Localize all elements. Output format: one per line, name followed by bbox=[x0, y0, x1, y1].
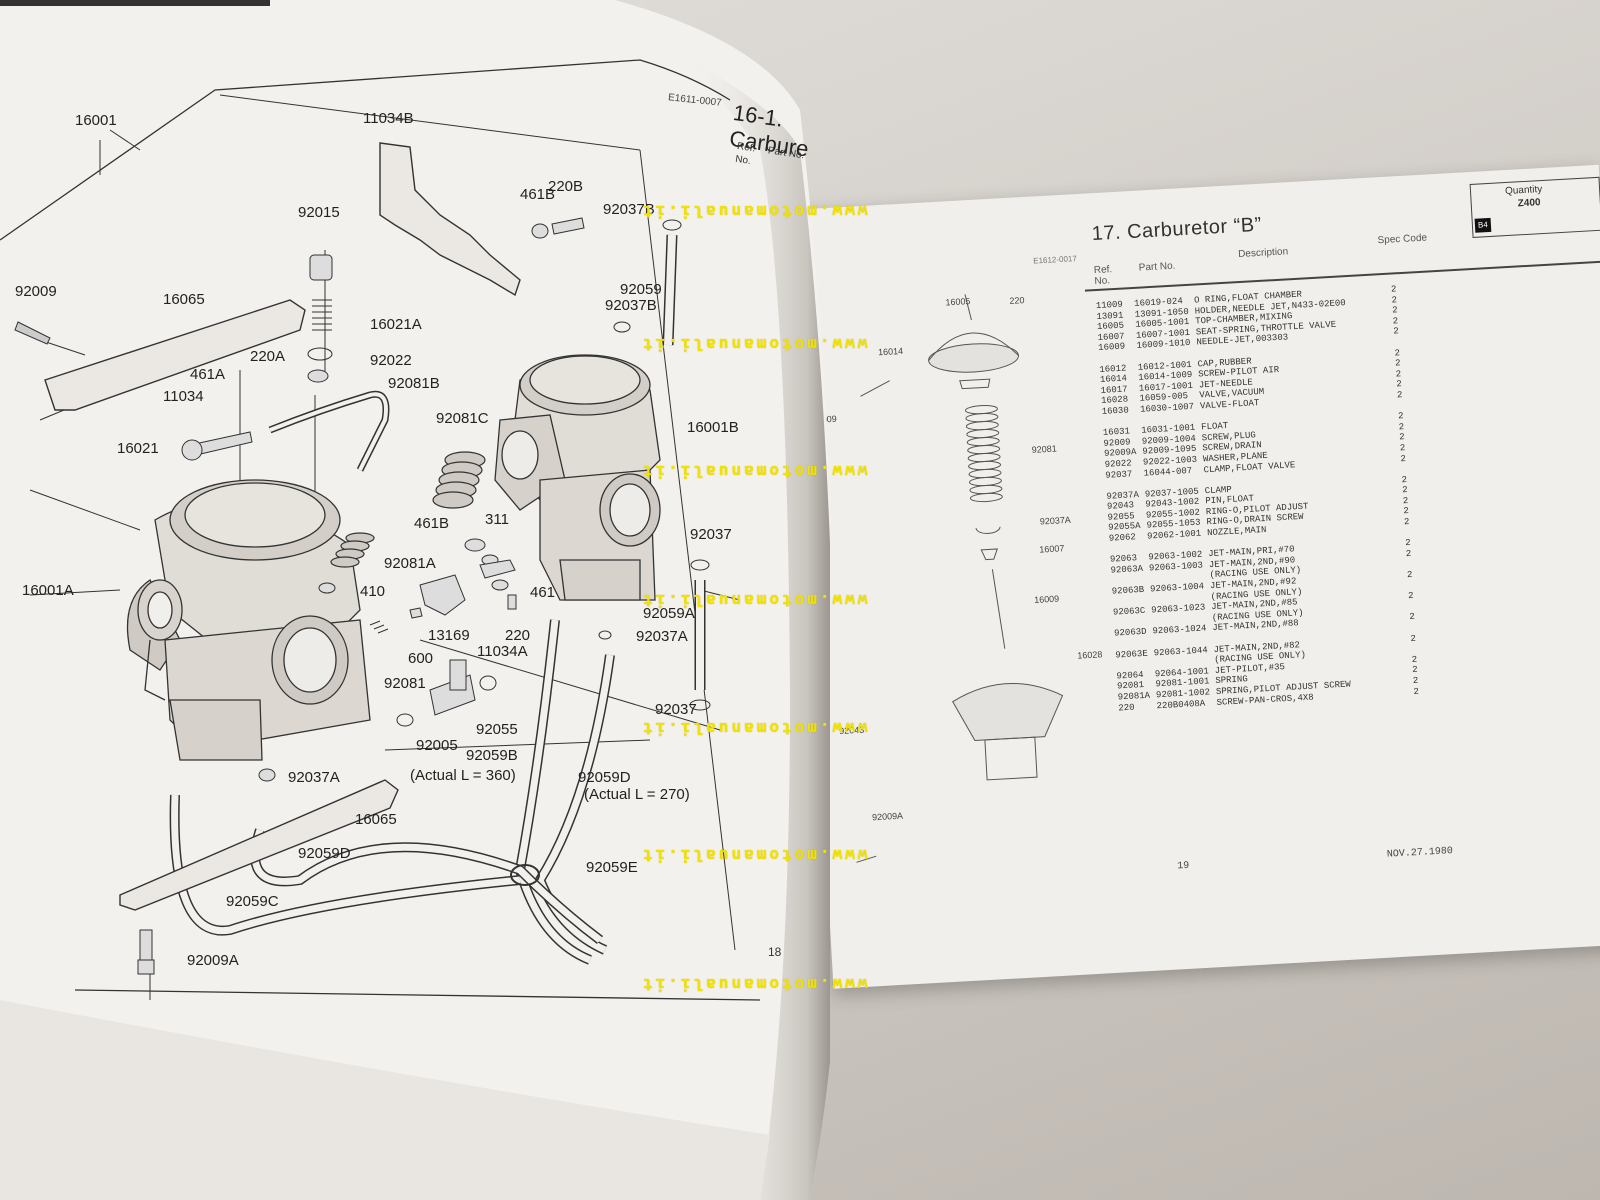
left-page: E1611-0007 16-1. Carbure Ref. Part No. N… bbox=[0, 0, 830, 1200]
label-92059B: 92059B bbox=[466, 747, 518, 764]
ref-cell: 220 bbox=[1118, 702, 1135, 714]
label-92037A-low: 92037A bbox=[288, 769, 340, 786]
right-page-number: 19 bbox=[1176, 860, 1190, 873]
label-16001A: 16001A bbox=[22, 582, 74, 599]
col-spec: Spec Code bbox=[1377, 232, 1428, 247]
watermark: www.motomanuali.it bbox=[640, 975, 868, 994]
label-92059B-note: (Actual L = 360) bbox=[410, 767, 516, 784]
right-diagram bbox=[856, 294, 1064, 863]
label-92037-low: 92037 bbox=[655, 701, 697, 718]
label-92037B-mid: 92037B bbox=[605, 297, 657, 314]
rlabel-16014: 16014 bbox=[877, 345, 904, 358]
rlabel-16007: 16007 bbox=[1039, 543, 1065, 555]
label-92059C: 92059C bbox=[226, 893, 279, 910]
label-461: 461 bbox=[530, 584, 556, 601]
watermark: www.motomanuali.it bbox=[640, 719, 868, 738]
label-92059D-low: 92059D bbox=[298, 845, 351, 862]
rlabel-16028: 16028 bbox=[1077, 649, 1103, 661]
label-220B: 220B bbox=[548, 178, 584, 195]
label-16065-low: 16065 bbox=[355, 811, 397, 828]
watermark: www.motomanuali.it bbox=[640, 202, 868, 221]
label-92059E: 92059E bbox=[586, 859, 638, 876]
rlabel-16005: 16005 bbox=[945, 296, 971, 308]
label-92081C: 92081C bbox=[436, 410, 489, 427]
model-label: Z400 bbox=[1517, 197, 1541, 210]
left-page-sheet bbox=[0, 0, 830, 1200]
label-11034: 11034 bbox=[163, 388, 204, 405]
label-461B-top: 461B bbox=[520, 186, 556, 203]
quantity-box: Quantity Z400 B4 bbox=[1469, 176, 1600, 238]
label-16021: 16021 bbox=[117, 440, 159, 457]
col-ref: Ref. No. bbox=[1093, 264, 1113, 288]
watermark: www.motomanuali.it bbox=[640, 591, 868, 610]
rlabel-220: 220 bbox=[1009, 295, 1025, 306]
label-11034A: 11034A bbox=[477, 643, 528, 660]
watermark: www.motomanuali.it bbox=[640, 846, 868, 865]
watermark: www.motomanuali.it bbox=[640, 335, 868, 354]
right-page: 17. Carburetor “B” E1612-0017 Ref. No. P… bbox=[790, 164, 1600, 989]
left-page-number: 18 bbox=[768, 945, 782, 959]
label-92059A: 92059A bbox=[643, 605, 695, 622]
label-16065-top: 16065 bbox=[163, 291, 205, 308]
label-92081B: 92081B bbox=[388, 375, 440, 392]
label-13169: 13169 bbox=[428, 627, 470, 644]
label-11034B: 11034B bbox=[363, 110, 414, 127]
part-label: Part No. bbox=[767, 145, 806, 162]
label-220A: 220A bbox=[250, 348, 286, 365]
label-311: 311 bbox=[485, 511, 509, 528]
label-92081A: 92081A bbox=[384, 555, 436, 572]
label-16001B: 16001B bbox=[687, 419, 739, 436]
label-92037A-mid: 92037A bbox=[636, 628, 688, 645]
year-code-badge: B4 bbox=[1474, 217, 1492, 233]
print-date: NOV.27.1980 bbox=[1386, 846, 1454, 861]
rlabel-92009A: 92009A bbox=[871, 810, 904, 823]
label-92015: 92015 bbox=[298, 204, 340, 221]
label-92005: 92005 bbox=[416, 737, 458, 754]
label-92037-r: 92037 bbox=[690, 526, 732, 543]
label-92037B-top: 92037B bbox=[603, 201, 655, 218]
col-part: Part No. bbox=[1138, 260, 1176, 274]
qty-cell: 2 bbox=[1413, 686, 1420, 697]
rlabel-16009: 16009 bbox=[1033, 593, 1060, 605]
label-92059D-note: (Actual L = 270) bbox=[584, 786, 690, 803]
rlabel-92081: 92081 bbox=[1031, 443, 1058, 455]
label-461B-mid: 461B bbox=[414, 515, 450, 532]
label-16021A: 16021A bbox=[370, 316, 422, 333]
label-92009: 92009 bbox=[15, 283, 57, 300]
right-page-code: E1612-0017 bbox=[1032, 254, 1078, 266]
quantity-header: Quantity bbox=[1504, 183, 1543, 198]
right-section-title: 17. Carburetor “B” bbox=[1091, 213, 1263, 246]
label-92081: 92081 bbox=[384, 675, 426, 692]
label-220-mid: 220 bbox=[505, 627, 531, 644]
label-461A: 461A bbox=[190, 366, 226, 383]
label-92059-top: 92059 bbox=[620, 281, 662, 298]
label-92009A: 92009A bbox=[187, 952, 239, 969]
label-600: 600 bbox=[408, 650, 434, 667]
col-desc: Description bbox=[1237, 246, 1289, 261]
label-16001: 16001 bbox=[75, 112, 117, 129]
label-92059D-r: 92059D bbox=[578, 769, 631, 786]
no-label: No. bbox=[734, 153, 752, 167]
label-92055: 92055 bbox=[476, 721, 518, 738]
rlabel-92037A: 92037A bbox=[1039, 514, 1072, 527]
label-92022: 92022 bbox=[370, 352, 412, 369]
label-410: 410 bbox=[360, 583, 386, 600]
watermark: www.motomanuali.it bbox=[640, 462, 868, 481]
ref-label: Ref. bbox=[736, 140, 757, 155]
